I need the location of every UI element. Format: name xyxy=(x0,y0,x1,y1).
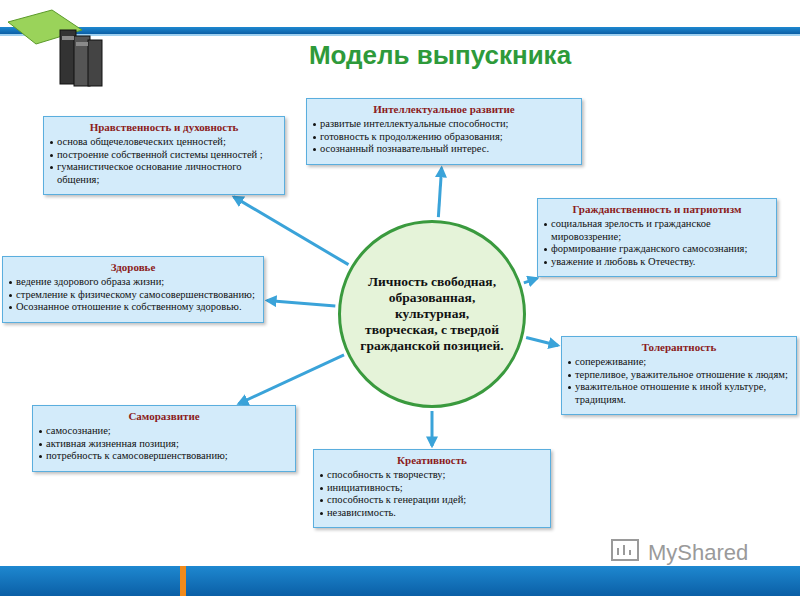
bullet-dot xyxy=(544,261,547,264)
bullet-dot xyxy=(568,361,571,364)
bullet-dot xyxy=(313,136,316,139)
bullet-dot xyxy=(39,443,42,446)
bullet-dot xyxy=(544,248,547,251)
bottom-bar xyxy=(0,566,800,596)
center-circle: Личность свободная, образованная, культу… xyxy=(338,220,526,408)
bullet-item: независимость. xyxy=(320,507,544,520)
books-icon xyxy=(8,10,102,86)
bullet-item: самосознание; xyxy=(39,425,289,438)
top-bar-light xyxy=(0,34,800,36)
bullet-item: социальная зрелость и гражданское мирово… xyxy=(544,218,770,243)
bullet-item: активная жизненная позиция; xyxy=(39,438,289,451)
arrow-connector xyxy=(267,300,335,306)
bullet-item: построение собственной системы ценностей… xyxy=(50,149,278,162)
quality-box: Здоровье ведение здорового образа жизни;с… xyxy=(2,256,264,323)
diagram-title: Модель выпускника xyxy=(220,40,660,71)
center-text: Личность свободная, образованная, культу… xyxy=(359,274,505,355)
box-heading: Гражданственность и патриотизм xyxy=(544,203,770,215)
bullet-item: готовность к продолжению образования; xyxy=(313,131,575,144)
box-heading: Интеллектуальное развитие xyxy=(313,103,575,115)
bullet-dot xyxy=(544,223,547,226)
bullet-dot xyxy=(320,474,323,477)
quality-box: Гражданственность и патриотизм социальная… xyxy=(537,198,777,277)
arrow-connector xyxy=(431,411,434,446)
bullet-dot xyxy=(39,430,42,433)
box-heading: Нравственность и духовность xyxy=(50,121,278,133)
bullet-dot xyxy=(39,455,42,458)
watermark-icon xyxy=(612,540,638,560)
bullet-dot xyxy=(9,294,12,297)
bullet-item: потребность к самосовершенствованию; xyxy=(39,450,289,463)
quality-box: Толерантность сопереживание;терпеливое, у… xyxy=(561,336,797,415)
arrow-connector xyxy=(524,278,537,283)
bullet-item: уважение и любовь к Отечеству. xyxy=(544,256,770,269)
bullet-item: ведение здорового образа жизни; xyxy=(9,276,257,289)
top-bar xyxy=(0,27,800,34)
bullet-item: гуманистическое основание личностного об… xyxy=(50,161,278,186)
bullet-dot xyxy=(568,374,571,377)
quality-box: Саморазвитие самосознание;активная жизнен… xyxy=(32,405,296,472)
bullet-item: осознанный познавательный интерес. xyxy=(313,143,575,156)
arrow-connector xyxy=(234,197,349,265)
bottom-accent xyxy=(180,566,186,596)
bullet-item: Осознанное отношение к собственному здор… xyxy=(9,301,257,314)
bullet-item: инициативность; xyxy=(320,482,544,495)
box-heading: Креативность xyxy=(320,454,544,466)
arrow-connector xyxy=(438,168,441,217)
arrow-connector xyxy=(526,338,558,346)
bullet-item: развитые интеллектуальные способности; xyxy=(313,118,575,131)
bullet-dot xyxy=(9,281,12,284)
bullet-dot xyxy=(320,487,323,490)
quality-box: Креативность способность к творчеству;ини… xyxy=(313,449,551,528)
arrow-connector xyxy=(239,355,344,404)
bullet-item: стремление к физическому самосовершенств… xyxy=(9,289,257,302)
bullet-dot xyxy=(50,154,53,157)
box-heading: Саморазвитие xyxy=(39,410,289,422)
bullet-item: способность к творчеству; xyxy=(320,469,544,482)
bullet-item: терпеливое, уважительное отношение к люд… xyxy=(568,369,790,382)
bullet-item: способность к генерации идей; xyxy=(320,494,544,507)
box-heading: Толерантность xyxy=(568,341,790,353)
quality-box: Интеллектуальное развитие развитые интелл… xyxy=(306,98,582,165)
bullet-dot xyxy=(50,166,53,169)
bullet-dot xyxy=(320,499,323,502)
bullet-dot xyxy=(50,141,53,144)
bullet-dot xyxy=(320,512,323,515)
bullet-item: сопереживание; xyxy=(568,356,790,369)
bullet-item: формирование гражданского самосознания; xyxy=(544,243,770,256)
bullet-dot xyxy=(568,386,571,389)
bullet-dot xyxy=(313,148,316,151)
bullet-item: уважительное отношение к иной культуре, … xyxy=(568,381,790,406)
bullet-dot xyxy=(313,123,316,126)
quality-box: Нравственность и духовность основа общече… xyxy=(43,116,285,195)
bullet-dot xyxy=(9,306,12,309)
bullet-item: основа общечеловеческих ценностей; xyxy=(50,136,278,149)
box-heading: Здоровье xyxy=(9,261,257,273)
watermark: MyShared xyxy=(648,540,748,566)
